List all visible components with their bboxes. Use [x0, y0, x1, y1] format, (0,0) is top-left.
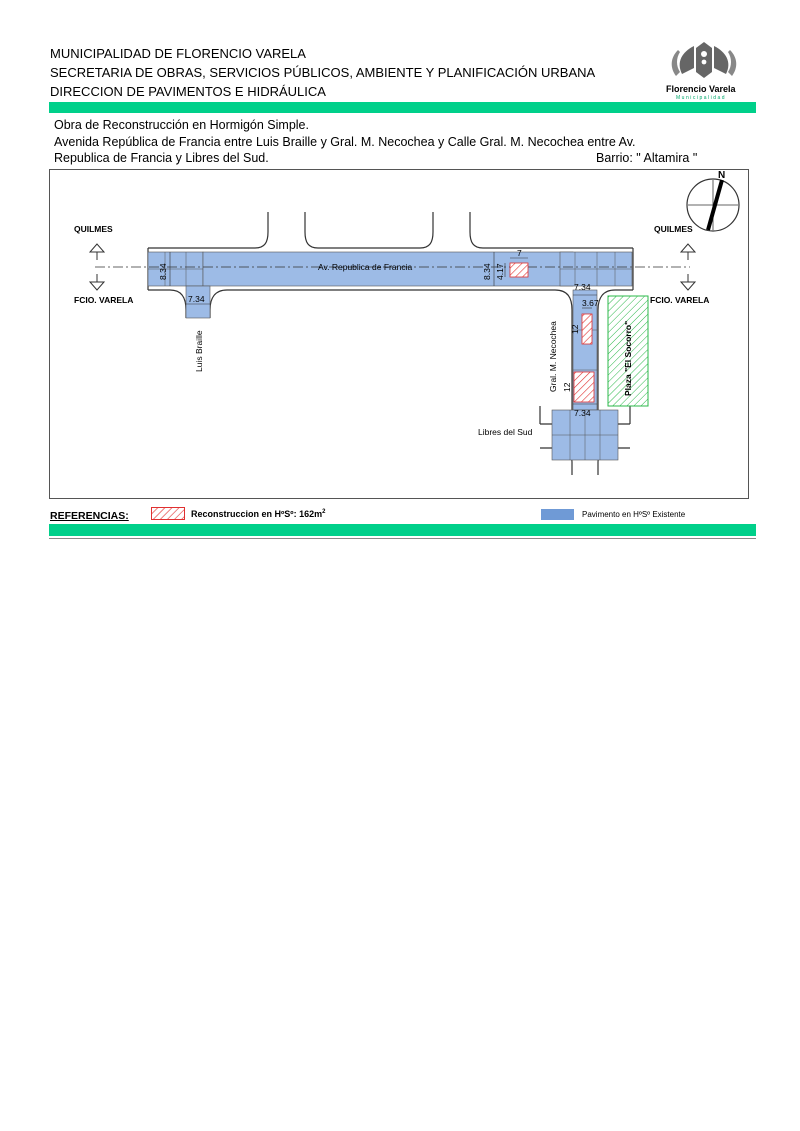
- references-title: REFERENCIAS:: [50, 510, 129, 522]
- street-label-braille: Luis Braille: [194, 330, 204, 372]
- footer-line: [49, 538, 756, 539]
- north-label: N: [718, 170, 725, 181]
- reconstruction-label: Reconstruccion en HºSº: 162m2: [191, 509, 325, 519]
- barrio-label: Barrio: " Altamira ": [596, 151, 698, 165]
- north-arrow-icon: [686, 178, 740, 232]
- footer-divider-bar: [49, 524, 756, 536]
- dim-734-braille: 7.34: [188, 294, 205, 304]
- dir-left-top: QUILMES: [74, 224, 113, 234]
- work-description-line-3: Republica de Francia y Libres del Sud.: [54, 151, 269, 165]
- dim-7: 7: [517, 248, 522, 258]
- dim-834-right: 8.34: [482, 263, 492, 280]
- plaza-label: Plaza "El Socorro": [623, 321, 633, 396]
- reconstruction-area-main: [509, 262, 529, 278]
- dim-12-top: 12: [570, 324, 580, 334]
- header-line-1: MUNICIPALIDAD DE FLORENCIO VARELA: [50, 46, 306, 61]
- dim-834-left: 8.34: [158, 263, 168, 280]
- reconstruction-label-sup: 2: [322, 509, 326, 515]
- plan-frame: [49, 169, 749, 499]
- dir-left-bottom: FCIO. VARELA: [74, 295, 133, 305]
- dim-734-necochea-top: 7.34: [574, 282, 591, 292]
- dim-417: 4.17: [495, 263, 505, 280]
- dim-12-bottom: 12: [562, 382, 572, 392]
- logo-name: Florencio Varela: [666, 84, 736, 94]
- street-label-necochea: Gral. M. Necochea: [548, 321, 558, 392]
- logo-subtitle: Municipalidad: [676, 95, 727, 101]
- reconstruction-area-necochea-top: [581, 313, 593, 345]
- existing-pavement-label: Pavimento en HºSº Existente: [582, 510, 686, 519]
- street-label-libres: Libres del Sud: [478, 427, 533, 437]
- municipal-logo-icon: [671, 42, 737, 78]
- reconstruction-swatch-icon: [151, 507, 185, 520]
- header-line-2: SECRETARIA DE OBRAS, SERVICIOS PÚBLICOS,…: [50, 65, 596, 80]
- work-description-line-2: Avenida República de Francia entre Luis …: [54, 135, 636, 149]
- dir-right-top: QUILMES: [654, 224, 693, 234]
- work-description-line-1: Obra de Reconstrucción en Hormigón Simpl…: [54, 118, 309, 132]
- header-divider-bar: [49, 102, 756, 113]
- header-line-3: DIRECCION DE PAVIMENTOS E HIDRÁULICA: [50, 84, 326, 99]
- dim-367: 3.67: [582, 298, 599, 308]
- existing-pavement-swatch: [541, 509, 574, 520]
- street-label-main: Av. Republica de Francia: [318, 262, 412, 272]
- dir-right-bottom: FCIO. VARELA: [650, 295, 709, 305]
- reconstruction-area-necochea-bottom: [573, 371, 595, 403]
- reconstruction-label-text: Reconstruccion en HºSº: 162m: [191, 509, 323, 519]
- dim-734-necochea-bottom: 7.34: [574, 408, 591, 418]
- street-plan: QUILMES FCIO. VARELA QUILMES FCIO. VAREL…: [74, 170, 740, 475]
- plaza-area: [607, 295, 649, 407]
